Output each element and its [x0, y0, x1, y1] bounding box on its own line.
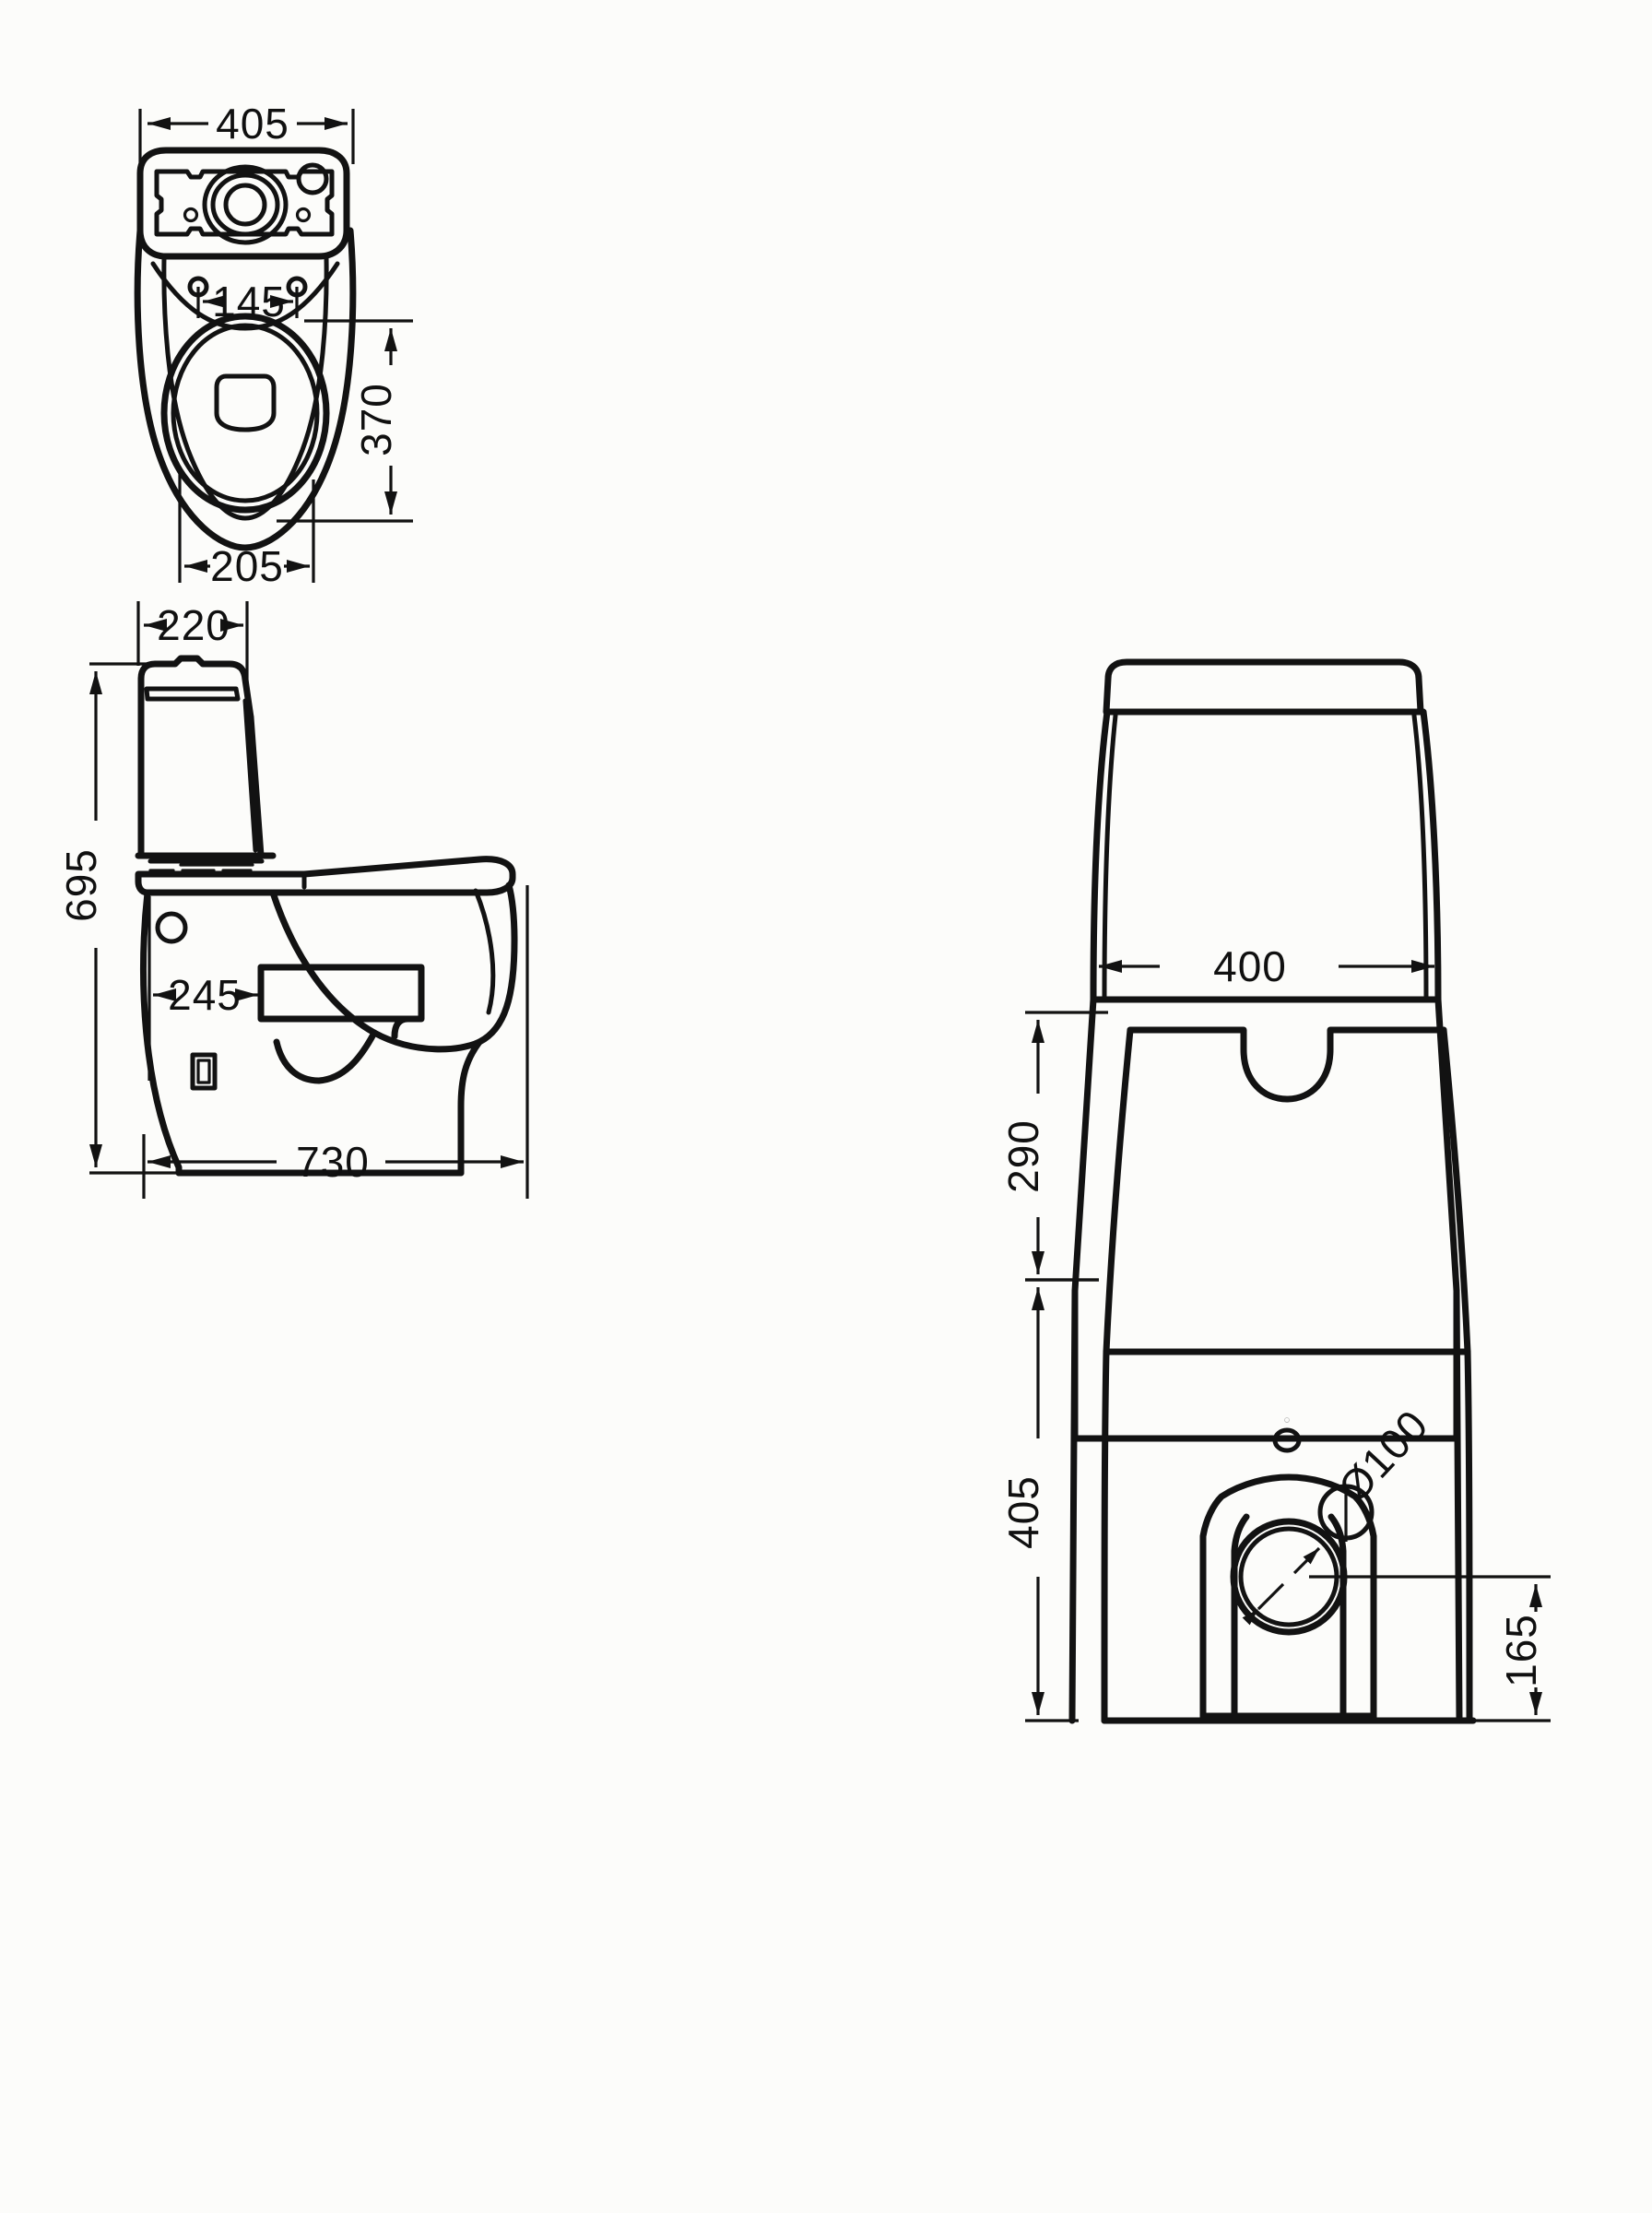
bowl-opening-inner [171, 323, 320, 503]
cistern-lid-front [1103, 658, 1424, 716]
lid-pinhole-right [295, 207, 312, 223]
dimension-400: 400 [1092, 942, 1440, 1000]
cistern-body-side [137, 675, 265, 859]
dimension-405-front-label: 405 [999, 1475, 1047, 1549]
top-view: 405 145 370 205 [134, 100, 413, 590]
dimension-405-front: 405 [999, 1278, 1099, 1722]
dimension-220: 220 [136, 601, 249, 715]
pan-body-front [1071, 996, 1460, 1442]
dimension-695: 695 [57, 662, 181, 1175]
cistern-lid-outline [136, 147, 350, 260]
dimension-695-label: 695 [57, 848, 105, 922]
pan-front-skirt-left [1101, 1348, 1110, 1724]
dimension-405: 405 [138, 100, 355, 173]
pan-plan-outline [134, 227, 357, 551]
foot-detail-inner [196, 1059, 211, 1084]
bowl-interior-curve [269, 882, 518, 1053]
dimension-245: 245 [148, 896, 258, 1081]
flush-button-outer-ring [202, 164, 289, 245]
bowl-rim-underside [473, 888, 496, 1015]
dimension-405-label: 405 [216, 100, 289, 148]
foot-detail [190, 1052, 218, 1091]
dimension-245-label: 245 [168, 971, 242, 1019]
dimension-290-label: 290 [999, 1119, 1047, 1193]
pan-recess-panel [1127, 1026, 1447, 1103]
flush-button-inner-ring [223, 183, 267, 227]
dimension-370: 370 [277, 319, 413, 523]
dimension-730-label: 730 [296, 1138, 370, 1186]
pan-shoulder-curve [150, 261, 340, 331]
pan-outer-right [1453, 1287, 1463, 1724]
dimension-145-label: 145 [212, 278, 286, 325]
dimension-400-label: 400 [1213, 942, 1287, 990]
side-fixing-hole [155, 911, 188, 944]
dimension-205: 205 [178, 472, 315, 590]
dimension-165-label: 165 [1497, 1614, 1545, 1687]
front-vent-hole [1272, 1427, 1302, 1453]
side-view: 220 695 245 730 [57, 601, 529, 1199]
cistern-lid-side [137, 655, 254, 721]
dimension-145: 145 [196, 278, 299, 325]
dimension-220-label: 220 [157, 601, 230, 649]
waste-outlet-box [257, 964, 425, 1040]
pan-recess-panel-sides [1103, 1026, 1471, 1355]
lid-hole-right [296, 162, 329, 195]
cistern-body-front-inner-left [1102, 713, 1118, 1002]
water-spot [214, 373, 277, 432]
dimension-165: 165 [1309, 1575, 1551, 1722]
dimension-370-label: 370 [352, 383, 400, 456]
front-view: Ø100 400 290 [999, 658, 1551, 1724]
outlet-diameter-arrow [1242, 1546, 1321, 1626]
bowl-opening-outer [160, 313, 330, 514]
pan-outer-left [1068, 1287, 1079, 1724]
flush-button-mid-ring [210, 172, 280, 237]
trap-curve [273, 1029, 378, 1084]
cistern-lid-underside [144, 686, 241, 702]
cistern-front-inner-edge [242, 698, 258, 853]
dimension-730: 730 [142, 885, 529, 1199]
cistern-body-front-inner-right [1411, 713, 1429, 1002]
pan-body-side [140, 889, 483, 1177]
lid-pinhole-left [183, 207, 199, 223]
dimension-diameter-100-label: Ø100 [1329, 1401, 1438, 1512]
waste-outlet-box-left [257, 964, 411, 1023]
cistern-body-front [1090, 708, 1442, 1003]
cistern-inner-panel [154, 169, 335, 237]
dimension-205-label: 205 [210, 542, 284, 590]
pedestal-skirt [1199, 1473, 1377, 1724]
pan-front-skirt-right [1464, 1348, 1473, 1724]
